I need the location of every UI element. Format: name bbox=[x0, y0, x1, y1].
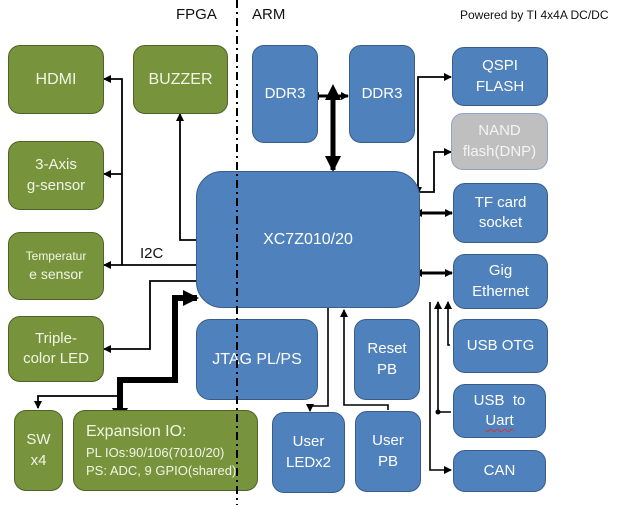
gig-eth-line2: Ethernet bbox=[472, 282, 529, 300]
qspi-line2: FLASH bbox=[475, 77, 525, 95]
user-leds-line2: LEDx2 bbox=[285, 453, 332, 471]
i2c-bus-wires bbox=[103, 75, 197, 269]
can-block[interactable]: CAN bbox=[453, 450, 546, 492]
user-pb-line1: User bbox=[372, 432, 404, 450]
user-button-block[interactable]: User PB bbox=[355, 411, 421, 492]
tricolor-led-line2: color LED bbox=[23, 350, 89, 367]
nand-flash-block[interactable]: NAND flash(DNP) bbox=[451, 113, 548, 170]
temp-sensor-line2: e sensor bbox=[29, 265, 83, 282]
fpga-section-label: FPGA bbox=[176, 6, 217, 23]
qspi-line1: QSPI bbox=[482, 57, 518, 75]
g-sensor-line1: 3-Axis bbox=[35, 156, 77, 174]
temperature-sensor-block[interactable]: Temperatur e sensor bbox=[8, 232, 104, 300]
nand-line2: flash(DNP) bbox=[462, 142, 537, 160]
usb-uart-line2: Uart bbox=[485, 412, 514, 429]
expansion-io-bus bbox=[112, 290, 199, 424]
user-io-wires bbox=[306, 307, 389, 412]
user-pb-line2: PB bbox=[377, 452, 398, 470]
tf-card-line2: socket bbox=[478, 214, 523, 231]
tricolor-led-block[interactable]: Triple- color LED bbox=[8, 316, 104, 382]
switch-line1: SW bbox=[26, 431, 51, 449]
expansion-io-block[interactable]: Expansion IO: PL IOs:90/106(7010/20) PS:… bbox=[73, 410, 258, 491]
reset-button-block[interactable]: Reset PB bbox=[354, 319, 420, 400]
gig-ethernet-block[interactable]: Gig Ethernet bbox=[453, 254, 548, 309]
usb-uart-junction bbox=[435, 409, 441, 415]
buzzer-block[interactable]: BUZZER bbox=[133, 45, 228, 114]
i2c-label: I2C bbox=[140, 245, 164, 262]
hdmi-label: HDMI bbox=[35, 70, 77, 88]
jtag-label: JTAG PL/PS bbox=[212, 350, 302, 368]
tf-card-block[interactable]: TF card socket bbox=[453, 183, 548, 243]
reset-line1: Reset bbox=[367, 340, 407, 358]
hdmi-block[interactable]: HDMI bbox=[8, 45, 104, 114]
flash-wires bbox=[410, 73, 452, 196]
power-note: Powered by TI 4x4A DC/DC bbox=[460, 8, 609, 22]
g-sensor-line2: g-sensor bbox=[26, 176, 86, 194]
temp-sensor-line1: Temperatur bbox=[25, 249, 87, 264]
arm-section-label: ARM bbox=[252, 6, 286, 23]
usb-uart-line1: USB to bbox=[473, 391, 526, 409]
tf-card-line1: TF card bbox=[474, 193, 527, 211]
expansion-pl-ios: PL IOs:90/106(7010/20) bbox=[86, 444, 225, 460]
tricolor-led-line1: Triple- bbox=[35, 329, 77, 347]
expansion-ps-io: PS: ADC, 9 GPIO(shared) bbox=[86, 462, 237, 478]
ddr3-1-label: DDR3 bbox=[264, 84, 306, 102]
gig-eth-line1: Gig bbox=[488, 262, 513, 280]
reset-line2: PB bbox=[376, 360, 397, 378]
tricolor-led-wire bbox=[103, 280, 197, 353]
soc-label: XC7Z010/20 bbox=[263, 230, 353, 248]
sw-wire bbox=[34, 395, 120, 409]
jtag-block[interactable]: JTAG PL/PS bbox=[196, 319, 318, 400]
switch-block[interactable]: SW x4 bbox=[14, 410, 63, 491]
qspi-flash-block[interactable]: QSPI FLASH bbox=[452, 47, 548, 106]
switch-line2: x4 bbox=[30, 451, 47, 469]
user-leds-block[interactable]: User LEDx2 bbox=[272, 412, 345, 493]
buzzer-wire bbox=[176, 113, 197, 241]
g-sensor-block[interactable]: 3-Axis g-sensor bbox=[8, 141, 104, 210]
nand-line1: NAND bbox=[478, 122, 521, 140]
buzzer-label: BUZZER bbox=[148, 70, 213, 88]
ddr3-block-1[interactable]: DDR3 bbox=[252, 45, 318, 143]
usb-uart-block[interactable]: USB to Uart bbox=[453, 384, 546, 438]
expansion-title: Expansion IO: bbox=[86, 423, 187, 441]
usb-otg-label: USB OTG bbox=[466, 336, 535, 354]
usb-otg-block[interactable]: USB OTG bbox=[453, 319, 548, 373]
user-leds-line1: User bbox=[292, 433, 325, 451]
ddr3-2-label: DDR3 bbox=[361, 84, 403, 102]
can-label: CAN bbox=[483, 461, 516, 479]
usb-can-wires bbox=[429, 301, 452, 474]
soc-block[interactable]: XC7Z010/20 bbox=[196, 171, 420, 308]
ddr3-block-2[interactable]: DDR3 bbox=[349, 45, 415, 143]
